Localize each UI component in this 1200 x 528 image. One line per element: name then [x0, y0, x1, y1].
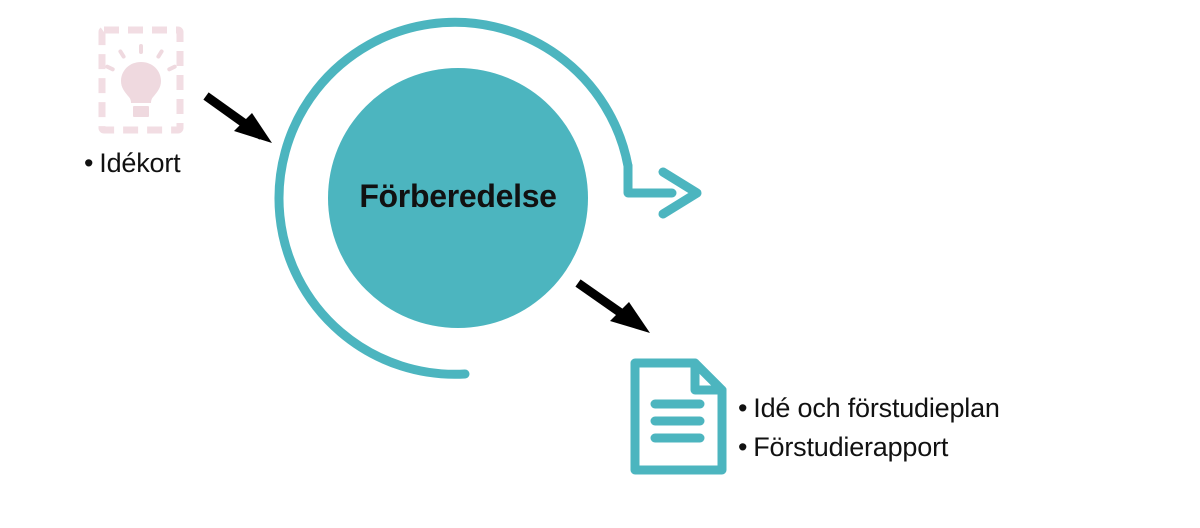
idekort-label-text: Idékort: [99, 148, 181, 178]
black-arrow-output: [575, 279, 650, 333]
output-deliverables-list: •Idé och förstudieplan •Förstudierapport: [738, 392, 1000, 464]
stage-circle: [328, 68, 588, 328]
lightbulb-icon: [105, 44, 177, 117]
bullet-icon: •: [738, 431, 748, 462]
stage-title: Förberedelse: [359, 178, 557, 214]
bullet-icon: •: [84, 148, 94, 178]
cycle-ring-arrow: [274, 17, 702, 379]
document-icon: [630, 358, 727, 475]
list-item-text: Idé och förstudieplan: [753, 393, 1000, 423]
list-item: •Förstudierapport: [738, 431, 1000, 464]
idea-card-dashed-box: [98, 26, 184, 134]
black-arrow-input: [203, 92, 272, 143]
document-lines-icon: [650, 399, 705, 443]
list-item-text: Förstudierapport: [753, 431, 949, 462]
bullet-icon: •: [738, 393, 748, 423]
list-item: •Idé och förstudieplan: [738, 392, 1000, 425]
idea-card-group: [98, 26, 184, 134]
idekort-label: •Idékort: [84, 148, 181, 179]
